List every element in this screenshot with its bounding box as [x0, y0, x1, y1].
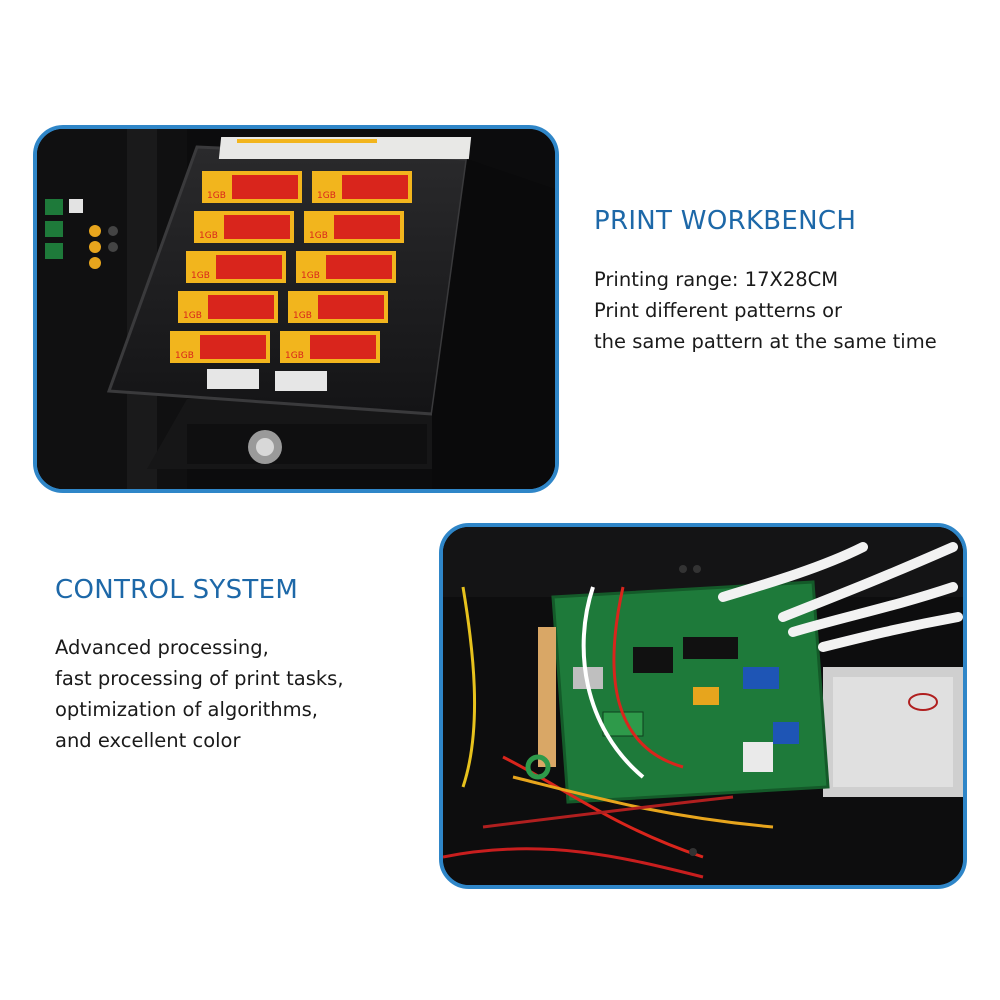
card-label: 1GB — [207, 191, 226, 201]
printed-card: 1GB — [304, 211, 404, 243]
control-board-photo — [439, 523, 967, 889]
body-line: optimization of algorithms, — [55, 698, 318, 721]
card-label: 1GB — [317, 191, 336, 201]
workbench-image: 1GB 1GB 1GB 1GB 1GB 1GB 1GB 1GB 1GB 1GB — [37, 129, 555, 489]
card-label: 1GB — [175, 351, 194, 361]
printed-card: 1GB — [178, 291, 278, 323]
printed-card: 1GB — [312, 171, 412, 203]
body-line: fast processing of print tasks, — [55, 667, 344, 690]
printed-card: 1GB — [280, 331, 380, 363]
body-line: and excellent color — [55, 729, 241, 752]
body-line: the same pattern at the same time — [594, 330, 937, 353]
printed-card: 1GB — [202, 171, 302, 203]
card-label: 1GB — [191, 271, 210, 281]
printed-card: 1GB — [194, 211, 294, 243]
printer-control-panel — [45, 199, 118, 269]
card-label: 1GB — [183, 311, 202, 321]
body-line: Print different patterns or — [594, 299, 843, 322]
printed-card: 1GB — [288, 291, 388, 323]
workbench-photo: 1GB 1GB 1GB 1GB 1GB 1GB 1GB 1GB 1GB 1GB — [33, 125, 559, 493]
printed-card: 1GB — [186, 251, 286, 283]
card-label: 1GB — [309, 231, 328, 241]
card-grid: 1GB 1GB 1GB 1GB 1GB 1GB 1GB 1GB 1GB 1GB — [170, 171, 412, 363]
printed-card: 1GB — [170, 331, 270, 363]
section-title-workbench: PRINT WORKBENCH — [594, 206, 857, 236]
section-title-control: CONTROL SYSTEM — [55, 575, 299, 605]
section-body-workbench: Printing range: 17X28CM Print different … — [594, 264, 937, 357]
ribbon-cables — [718, 542, 963, 652]
card-label: 1GB — [301, 271, 320, 281]
card-label: 1GB — [293, 311, 312, 321]
body-line: Advanced processing, — [55, 636, 269, 659]
printed-card: 1GB — [296, 251, 396, 283]
body-line: Printing range: 17X28CM — [594, 268, 839, 291]
control-board-image — [443, 527, 963, 885]
section-body-control: Advanced processing, fast processing of … — [55, 632, 344, 756]
card-label: 1GB — [285, 351, 304, 361]
card-label: 1GB — [199, 231, 218, 241]
